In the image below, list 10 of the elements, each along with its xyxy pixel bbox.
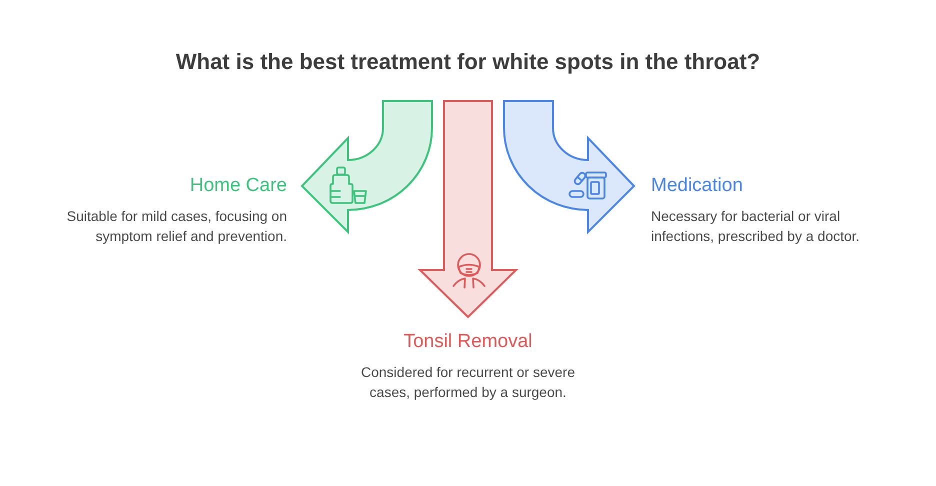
option-heading: Home Care [190, 174, 287, 198]
diagram-title: What is the best treatment for white spots in the throat? [176, 48, 760, 76]
arrow [418, 100, 518, 318]
option-description: Necessary for bacterial or viral infections, prescribed by a doctor. [651, 207, 861, 246]
option-heading: Tonsil Removal [404, 330, 532, 354]
option-description: Considered for recurrent or severe cases, performed by a surgeon. [360, 363, 576, 402]
option-heading: Medication [651, 174, 743, 198]
option-description: Suitable for mild cases, focusing on symptom relief and prevention. [66, 207, 287, 246]
curved-arrow [503, 100, 635, 233]
curved-arrow [301, 100, 433, 233]
